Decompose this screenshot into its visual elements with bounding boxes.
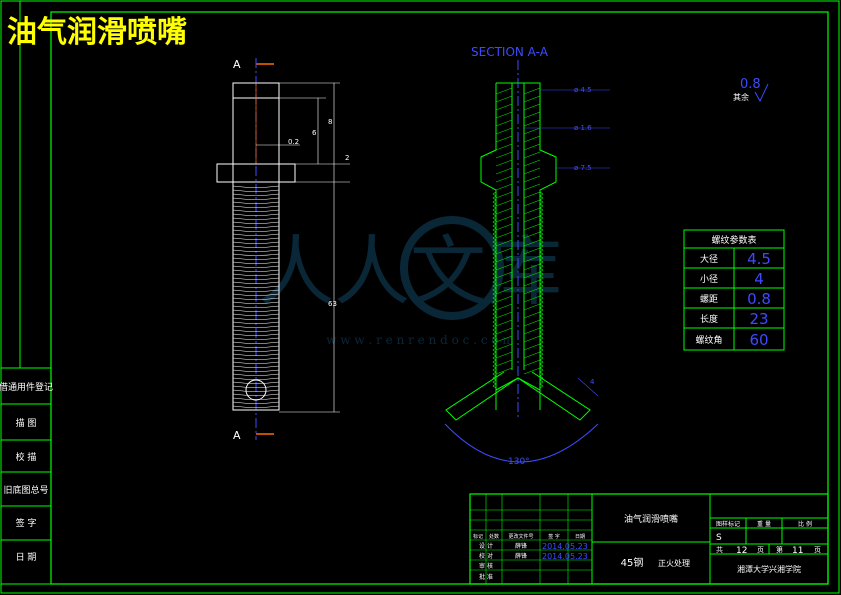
title-block: 油气润滑喷嘴 45钢 正火处理 图样标记 重 量 比 例 S 共 12 页 第 … xyxy=(469,493,829,585)
side-view: A A 6 8 0.2 2 63 xyxy=(216,58,350,442)
dim-0-2: 0.2 xyxy=(288,138,299,146)
tb-date2: 2014.05.23 xyxy=(542,552,588,561)
tb-hdr-count: 处数 xyxy=(489,533,499,540)
watermark-url: w w w . r e n r e n d o c . c o m xyxy=(326,333,514,347)
thread-serration xyxy=(492,191,544,389)
page-title: 油气润滑喷嘴 xyxy=(7,15,187,50)
section-view: SECTION A-A 130° ø 4.5 ø 1.6 ø 7.5 4 xyxy=(444,45,610,467)
tb-stage-label: 图样标记 xyxy=(716,520,740,528)
tb-designer: 薛锋 xyxy=(515,542,527,550)
section-title: SECTION A-A xyxy=(471,45,549,59)
thread-row-value: 0.8 xyxy=(747,290,771,308)
tb-hdr-sign: 签 字 xyxy=(548,533,560,540)
roughness-value: 0.8 xyxy=(740,77,761,92)
tb-part-name: 油气润滑喷嘴 xyxy=(624,513,678,525)
left-strip-cell: 描 图 xyxy=(16,417,37,429)
thread-row-value: 60 xyxy=(749,331,768,349)
dim-angle: 130° xyxy=(508,457,530,467)
tb-sheet-no: 11 xyxy=(792,546,803,556)
tb-checker: 薛锋 xyxy=(515,552,527,560)
tb-sheet-total-suffix: 页 xyxy=(757,546,764,554)
tb-sheet-total-prefix: 共 xyxy=(716,545,723,554)
thread-row-value: 4 xyxy=(754,270,764,288)
section-a-top: A xyxy=(233,58,241,71)
tb-row-design: 设 计 xyxy=(479,542,493,550)
thread-row-label: 螺距 xyxy=(700,294,718,305)
thread-table: 螺纹参数表 大径 4.5 小径 4 螺距 0.8 长度 23 螺纹角 60 xyxy=(683,229,785,351)
tb-row-review: 审 核 xyxy=(479,562,493,570)
thread-row-value: 23 xyxy=(749,310,768,328)
left-strip-cell: 签 字 xyxy=(16,517,37,529)
watermark-text: 人人文库 xyxy=(258,227,562,316)
left-strip: 借通用件登记 描 图 校 描 旧底图总号 签 字 日 期 xyxy=(0,367,53,585)
tb-row-approve: 批 准 xyxy=(479,573,493,581)
dim-63: 63 xyxy=(328,300,337,308)
tb-weight-label: 重 量 xyxy=(757,520,771,528)
tb-material: 45钢 xyxy=(621,556,644,569)
roughness-label: 其余 xyxy=(733,92,749,102)
section-a-bottom: A xyxy=(233,429,241,442)
tb-scale-label: 比 例 xyxy=(798,520,812,528)
dim-d1-6: ø 1.6 xyxy=(574,124,592,132)
tb-hdr-doc: 更改文件号 xyxy=(508,533,533,540)
thread-row-label: 小径 xyxy=(700,273,718,285)
thread-row-label: 大径 xyxy=(700,253,718,265)
tb-sheet-no-suffix: 页 xyxy=(814,546,821,554)
dim-8: 8 xyxy=(328,118,332,126)
inner-frame xyxy=(50,11,829,585)
dim-6: 6 xyxy=(312,129,317,137)
dim-4: 4 xyxy=(590,378,595,386)
thread-row-label: 长度 xyxy=(700,313,718,325)
roughness-symbol: 0.8 其余 xyxy=(733,77,769,103)
tb-stage-value: S xyxy=(716,533,722,543)
tb-treatment: 正火处理 xyxy=(658,558,690,568)
watermark: 人人文库 w w w . r e n r e n d o c . c o m xyxy=(258,216,562,347)
tb-school: 湘潭大学兴湘学院 xyxy=(737,564,801,574)
thread-row-label: 螺纹角 xyxy=(695,334,722,346)
dim-2: 2 xyxy=(345,154,349,162)
tb-row-check: 校 对 xyxy=(479,552,493,560)
thread-row-value: 4.5 xyxy=(747,250,771,268)
section-hatching xyxy=(495,87,541,375)
tb-sheet-total: 12 xyxy=(736,546,747,556)
thread-table-header: 螺纹参数表 xyxy=(711,234,756,246)
left-strip-cell: 旧底图总号 xyxy=(3,484,48,496)
tb-hdr-date: 日期 xyxy=(575,534,585,540)
dim-d7-5: ø 7.5 xyxy=(574,164,592,172)
left-strip-cell: 校 描 xyxy=(16,451,37,463)
tb-hdr-mark: 标记 xyxy=(473,533,483,540)
left-strip-cell: 借通用件登记 xyxy=(0,381,53,393)
dim-d4-5: ø 4.5 xyxy=(574,86,592,94)
left-strip-cell: 日 期 xyxy=(16,552,37,563)
tb-sheet-no-prefix: 第 xyxy=(776,545,783,554)
tb-date1: 2014.05.23 xyxy=(542,542,588,551)
